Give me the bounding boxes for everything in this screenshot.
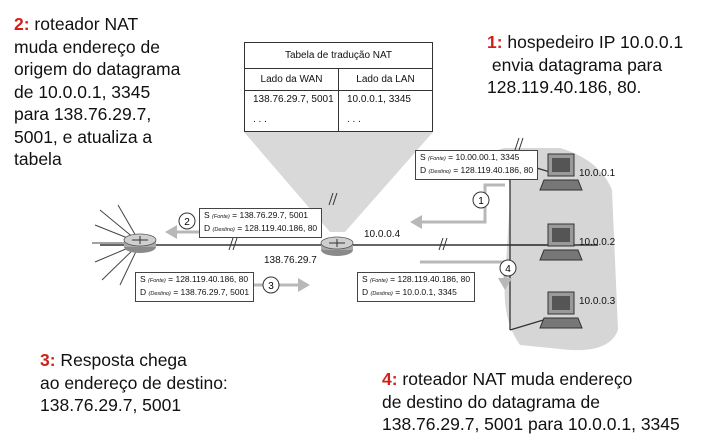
packet-1-dst: = 128.119.40.186, 80 [453,165,534,175]
packet-1: S (Fonte) = 10.00.00.1, 3345 D (Destino)… [415,150,539,180]
step-marker-4: 4 [499,259,517,277]
packet-2-dst: = 128.119.40.186, 80 [237,223,318,233]
packet-1-src-key: S [420,152,426,162]
host-3-address: 10.0.0.3 [579,296,616,307]
host-computer-icon-2 [539,223,583,261]
packet-3-src-key: S [140,274,146,284]
step-marker-4-label: 4 [505,264,511,275]
packet-1-src: = 10.00.00.1, 3345 [448,152,520,162]
packet-2: S (Fonte) = 138.76.29.7, 5001 D (Destino… [199,208,323,238]
packet-3-dst: = 138.76.29.7, 5001 [173,287,250,297]
packet-4-dst-word: (Destino) [370,291,393,297]
nat-table-header: Lado da WAN Lado da LAN [245,69,432,91]
packet-1-dst-word: (Destino) [428,169,451,175]
packet-3-src: = 128.119.40.186, 80 [168,274,249,284]
packet-3-dst-key: D [140,287,147,297]
annotation-step-4: 4: roteador NAT muda endereço de destino… [382,368,680,436]
annotation-step-2-text: roteador NAT muda endereço de origem do … [14,14,181,169]
nat-translation-table: Tabela de tradução NAT Lado da WAN Lado … [244,42,433,132]
nat-table-row: 138.76.29.7, 5001 10.0.0.1, 3345 [245,91,432,111]
packet-2-dst-word: (Destino) [212,227,235,233]
host-computer-icon-1 [539,153,583,191]
step-marker-1: 1 [472,191,490,209]
step-marker-3-label: 3 [268,281,274,292]
nat-table-row: . . . . . . [245,111,432,131]
step-marker-3: 3 [262,276,280,294]
annotation-step-3-number: 3: [40,350,56,370]
packet-1-dst-key: D [420,165,427,175]
packet-3-src-word: (Fonte) [148,278,166,284]
annotation-step-1: 1: hospedeiro IP 10.0.0.1 envia datagram… [487,31,683,99]
nat-row-lan: . . . [347,114,361,125]
internet-router-icon [123,233,157,253]
annotation-step-3: 3: Resposta chega ao endereço de destino… [40,349,228,417]
packet-4-dst-key: D [362,287,369,297]
nat-row-wan: . . . [245,111,339,131]
nat-row-wan: 138.76.29.7, 5001 [245,91,339,111]
packet-4: S (Fonte) = 128.119.40.186, 80 D (Destin… [357,272,476,302]
nat-col-wan: Lado da WAN [245,69,339,90]
packet-4-src-word: (Fonte) [370,278,388,284]
packet-3-dst-word: (Destino) [148,291,171,297]
step-marker-2-label: 2 [184,217,190,228]
nat-row-lan: 10.0.0.1, 3345 [347,94,411,105]
packet-2-src-word: (Fonte) [212,214,230,220]
nat-col-lan: Lado da LAN [356,74,415,85]
annotation-step-1-number: 1: [487,32,503,52]
table-highlight-cone [244,132,433,232]
annotation-step-3-text: Resposta chega ao endereço de destino: 1… [40,350,228,415]
packet-4-src: = 128.119.40.186, 80 [390,274,471,284]
packet-2-dst-key: D [204,223,211,233]
host-1-address: 10.0.0.1 [579,168,616,179]
packet-4-dst: = 10.0.0.1, 3345 [395,287,457,297]
packet-2-src: = 138.76.29.7, 5001 [232,210,309,220]
router-wan-address: 138.76.29.7 [264,255,317,266]
step-marker-2: 2 [178,212,196,230]
lan-cloud [495,148,618,351]
packet-1-src-word: (Fonte) [428,156,446,162]
annotation-step-2-number: 2: [14,14,30,34]
annotation-step-4-text: roteador NAT muda endereço de destino do… [382,369,680,434]
router-lan-address: 10.0.0.4 [364,229,401,240]
packet-4-src-key: S [362,274,368,284]
host-2-address: 10.0.0.2 [579,237,616,248]
annotation-step-4-number: 4: [382,369,398,389]
packet-3: S (Fonte) = 128.119.40.186, 80 D (Destin… [135,272,255,302]
host-computer-icon-3 [539,291,583,329]
annotation-step-1-text: hospedeiro IP 10.0.0.1 envia datagrama p… [487,32,684,97]
annotation-step-2: 2: roteador NAT muda endereço de origem … [14,13,180,171]
step-marker-1-label: 1 [478,196,484,207]
arrow-heads [165,215,512,292]
packet-2-src-key: S [204,210,210,220]
nat-router-icon [320,236,354,256]
nat-table-title: Tabela de tradução NAT [245,43,432,69]
